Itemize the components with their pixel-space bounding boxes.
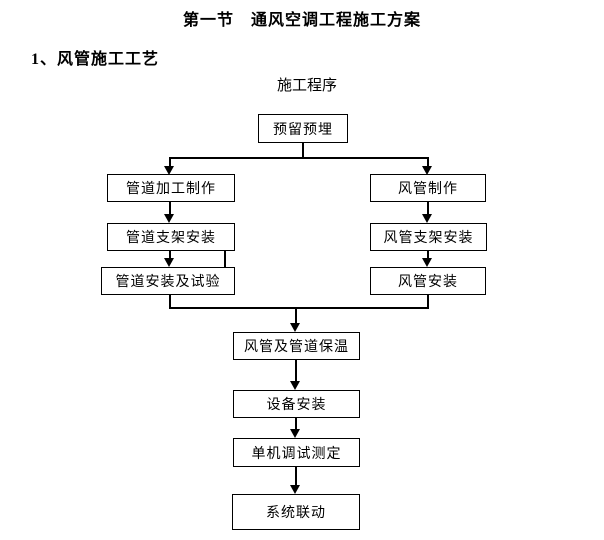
connector-line	[169, 295, 171, 309]
flow-node-pipe-install-test: 管道安装及试验	[101, 267, 235, 295]
connector-line	[295, 360, 297, 381]
connector-line	[169, 202, 171, 215]
arrowhead-down-icon	[290, 381, 300, 390]
section-heading: 1、风管施工工艺	[31, 51, 160, 68]
arrowhead-down-icon	[164, 166, 174, 175]
arrowhead-down-icon	[290, 485, 300, 494]
arrowhead-down-icon	[164, 258, 174, 267]
connector-line	[169, 251, 171, 259]
arrowhead-down-icon	[422, 214, 432, 223]
connector-line	[169, 157, 429, 159]
arrowhead-down-icon	[164, 214, 174, 223]
connector-line	[427, 157, 429, 167]
connector-line	[169, 307, 429, 309]
flow-node-duct-install: 风管安装	[370, 267, 486, 295]
flowchart-title: 施工程序	[277, 78, 338, 94]
connector-line	[302, 143, 304, 159]
connector-line	[295, 418, 297, 429]
connector-line	[224, 251, 226, 268]
flow-node-equipment-install: 设备安装	[233, 390, 360, 418]
arrowhead-down-icon	[290, 323, 300, 332]
flow-node-unit-commissioning: 单机调试测定	[233, 438, 360, 467]
flow-node-pipe-support-install: 管道支架安装	[107, 223, 235, 251]
flow-node-duct-pipe-insulation: 风管及管道保温	[233, 332, 360, 360]
connector-line	[427, 295, 429, 309]
connector-line	[427, 202, 429, 215]
flow-node-pipe-fabrication: 管道加工制作	[107, 174, 235, 202]
connector-line	[295, 307, 297, 323]
flow-node-duct-fabrication: 风管制作	[370, 174, 486, 202]
arrowhead-down-icon	[290, 429, 300, 438]
flow-node-duct-support-install: 风管支架安装	[370, 223, 487, 251]
connector-line	[169, 157, 171, 167]
connector-line	[427, 251, 429, 259]
arrowhead-down-icon	[422, 258, 432, 267]
flow-node-system-linkage: 系统联动	[232, 494, 360, 530]
document-title: 第一节 通风空调工程施工方案	[182, 12, 421, 29]
arrowhead-down-icon	[422, 166, 432, 175]
flow-node-reserved-embedment: 预留预埋	[258, 114, 348, 143]
connector-line	[295, 467, 297, 485]
